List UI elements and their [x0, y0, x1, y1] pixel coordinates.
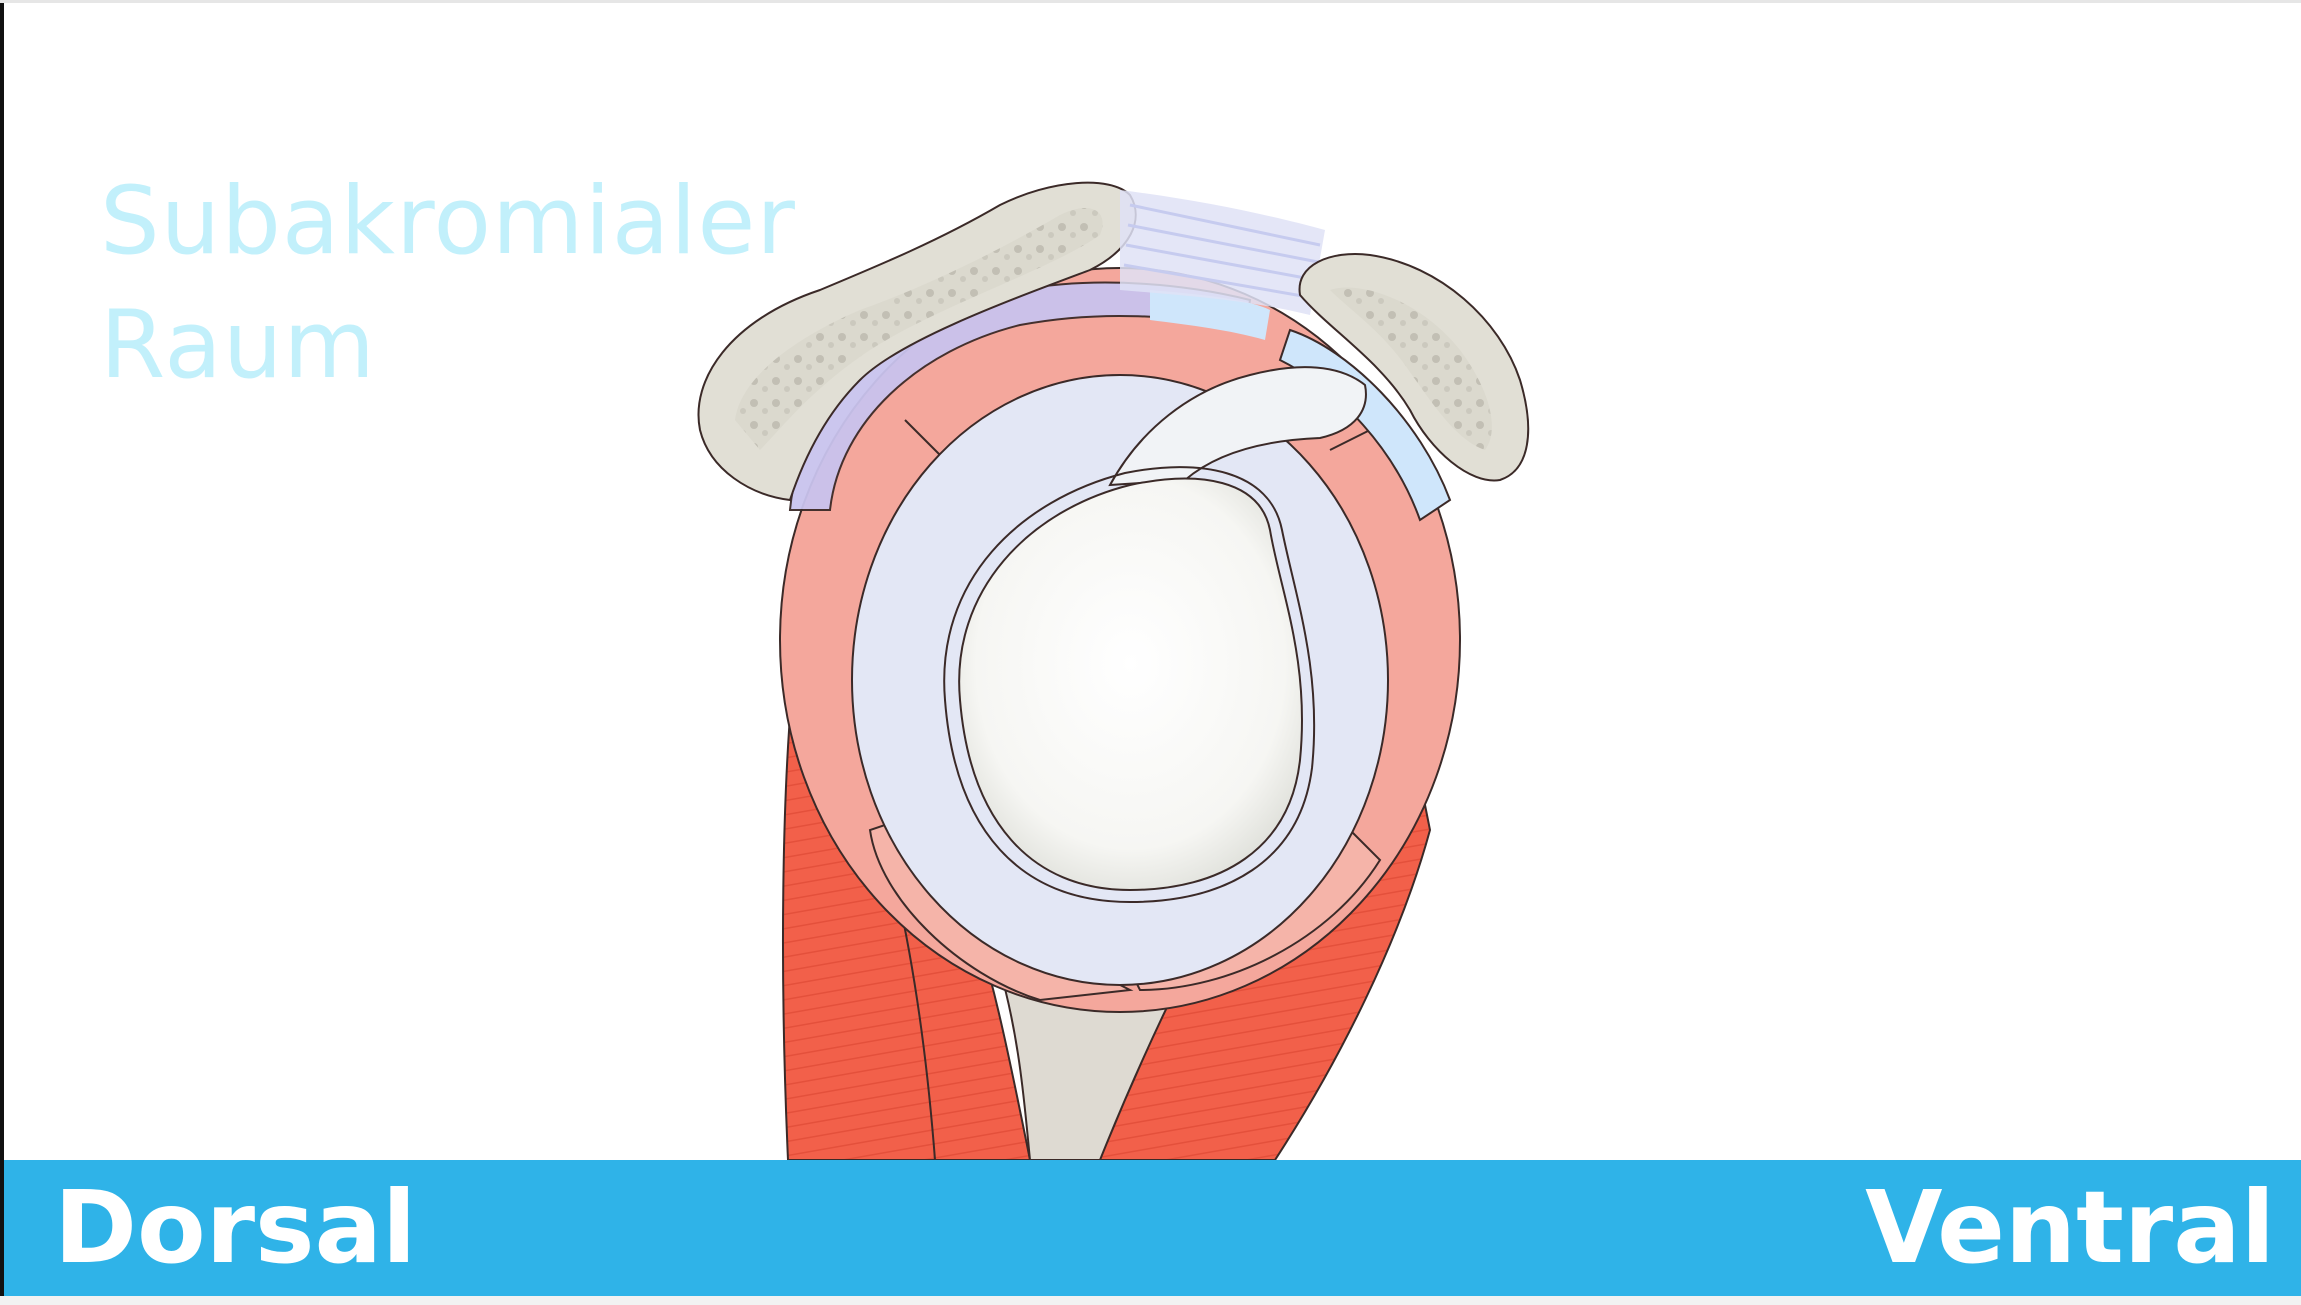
left-frame-edge [0, 0, 4, 1305]
title-line-1: Subakromialer [100, 167, 796, 276]
coracoid-bone [1298, 253, 1530, 482]
humeral-head [943, 466, 1316, 904]
biceps-tendon [1108, 366, 1367, 487]
orientation-label-dorsal: Dorsal [54, 1169, 417, 1286]
coracoacromial-ligament [1120, 190, 1325, 315]
bottom-frame-strip [0, 1296, 2301, 1305]
shoulder-anatomy-diagram [697, 181, 1530, 1160]
title-line-2: Raum [100, 291, 376, 400]
diagram-title: Subakromialer Raum [100, 160, 796, 408]
top-frame-edge [0, 0, 2301, 3]
orientation-label-ventral: Ventral [1865, 1169, 2275, 1286]
orientation-bar: Dorsal Ventral [4, 1160, 2301, 1296]
